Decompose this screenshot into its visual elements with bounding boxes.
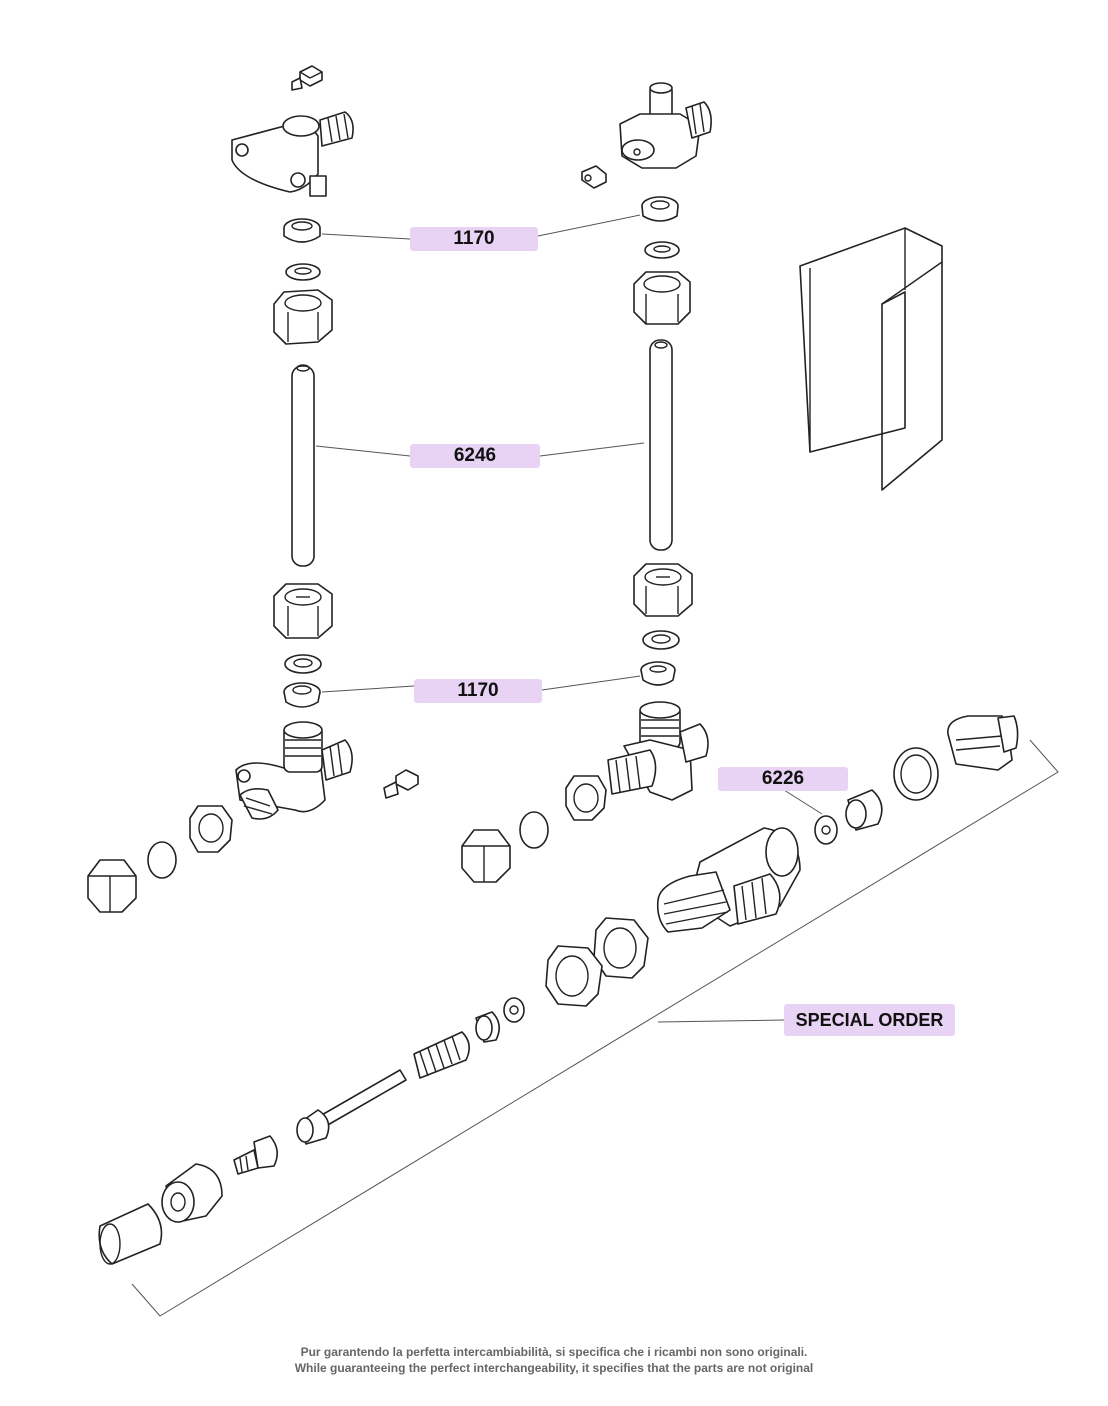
grub-screw-right xyxy=(581,165,607,189)
nut-small xyxy=(233,1135,278,1175)
gasket-ring xyxy=(893,747,939,801)
tube-6246-right xyxy=(649,339,673,551)
disclaimer-footer: Pur garantendo la perfetta intercambiabi… xyxy=(0,1344,1108,1376)
cover-plate xyxy=(799,227,943,491)
bolt-top-left xyxy=(291,65,323,91)
hex-nut-bottom-left xyxy=(273,583,333,639)
callout-special-order: SPECIAL ORDER xyxy=(784,1004,955,1036)
spring xyxy=(413,1031,470,1079)
handle-knob xyxy=(98,1203,163,1265)
washer-left xyxy=(147,841,177,879)
locknut-1 xyxy=(593,917,649,979)
valve-body-tee xyxy=(656,827,801,933)
hex-nut-thin-left xyxy=(189,805,233,853)
callout-1170-top: 1170 xyxy=(410,227,538,251)
cap-nut-left xyxy=(87,859,137,913)
hex-nut-top-right xyxy=(633,271,691,325)
ring-1170-bottom-right xyxy=(640,661,676,686)
tube-6246-left xyxy=(291,364,315,567)
threaded-nipple xyxy=(947,715,1019,771)
washer-right xyxy=(519,811,549,849)
callout-1170-bottom: 1170 xyxy=(414,679,542,703)
tee-fitting-bottom-left xyxy=(235,721,353,820)
tee-fitting-bottom-right xyxy=(607,701,709,801)
callout-6246: 6246 xyxy=(410,444,540,468)
washer-6226 xyxy=(814,815,838,845)
handle-collar xyxy=(161,1163,223,1223)
ring-olive-bottom-left xyxy=(284,654,322,674)
ring-olive-top-right xyxy=(644,241,680,259)
valve-top-right xyxy=(619,82,712,169)
disclaimer-english: While guaranteeing the perfect interchan… xyxy=(294,1361,814,1375)
callout-6226: 6226 xyxy=(718,767,848,791)
disclaimer-italian: Pur garantendo la perfetta intercambiabi… xyxy=(300,1345,808,1359)
special-order-bracket xyxy=(131,739,1059,1317)
hex-nut-bottom-right xyxy=(633,563,693,617)
ring-1170-top-left xyxy=(283,218,321,243)
hex-nut-top-left xyxy=(273,289,333,345)
spring-seat xyxy=(475,1011,500,1043)
elbow-fitting-top-left xyxy=(231,111,354,197)
ring-1170-top-right xyxy=(641,196,679,222)
locknut-2 xyxy=(545,945,603,1007)
ring-olive-top-left xyxy=(285,263,321,281)
leader-lines xyxy=(315,214,823,1023)
ring-1170-bottom-left xyxy=(283,682,321,708)
hex-nut-thin-right xyxy=(565,775,607,821)
small-washer xyxy=(503,997,525,1023)
bolt-bottom-left xyxy=(383,769,419,799)
valve-stem xyxy=(296,1069,407,1145)
ring-olive-bottom-right xyxy=(642,630,680,650)
seat-bushing xyxy=(845,789,883,831)
cap-nut-right xyxy=(461,829,511,883)
